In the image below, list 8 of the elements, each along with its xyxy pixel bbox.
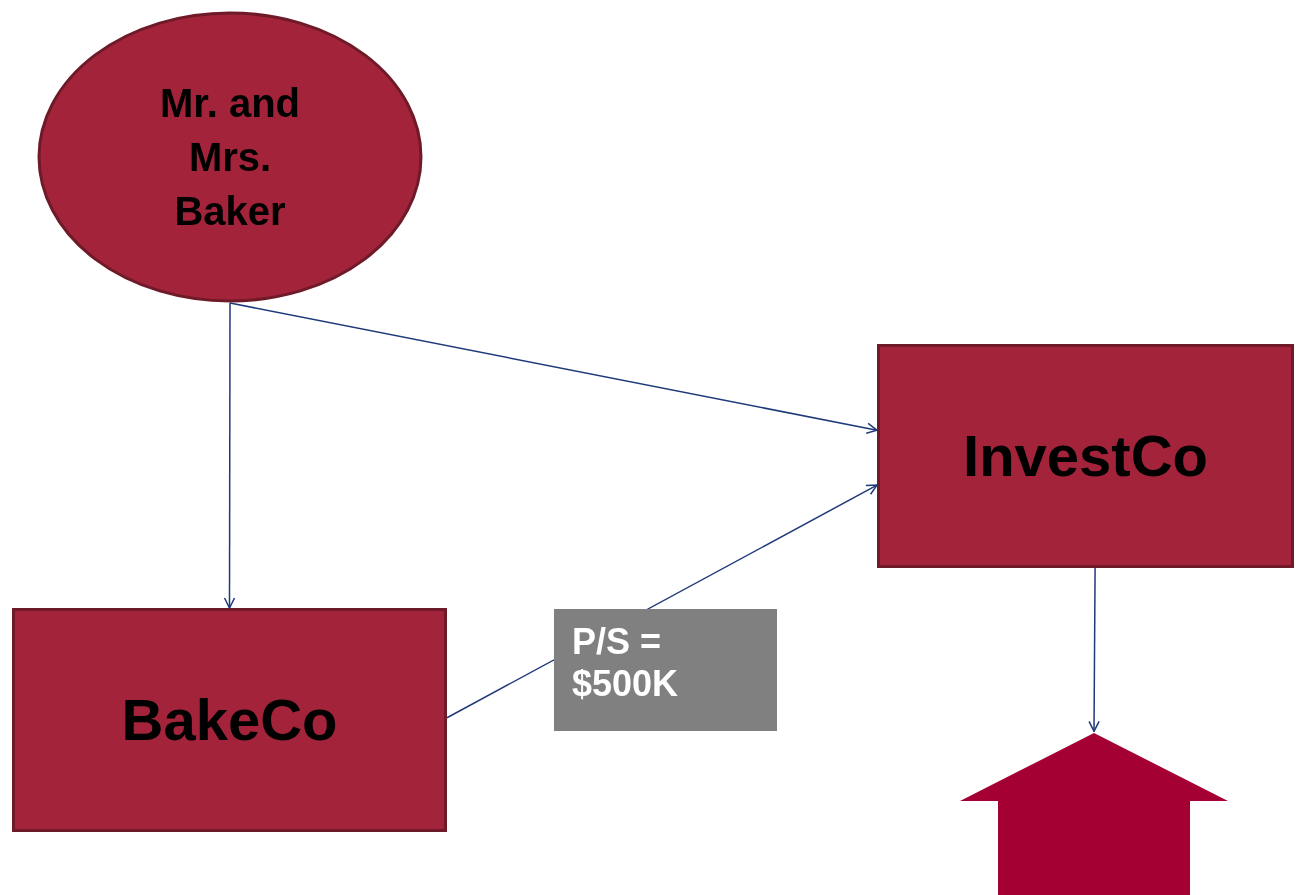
node-label: BakeCo <box>121 685 338 754</box>
arrow <box>229 302 878 434</box>
arrow <box>1088 567 1100 733</box>
node-label: Mr. and Mrs. Baker <box>159 80 301 235</box>
node-label: InvestCo <box>963 421 1208 490</box>
house-shape <box>960 733 1228 895</box>
arrow <box>223 302 236 609</box>
edge-label: P/S = $500K <box>554 609 777 731</box>
